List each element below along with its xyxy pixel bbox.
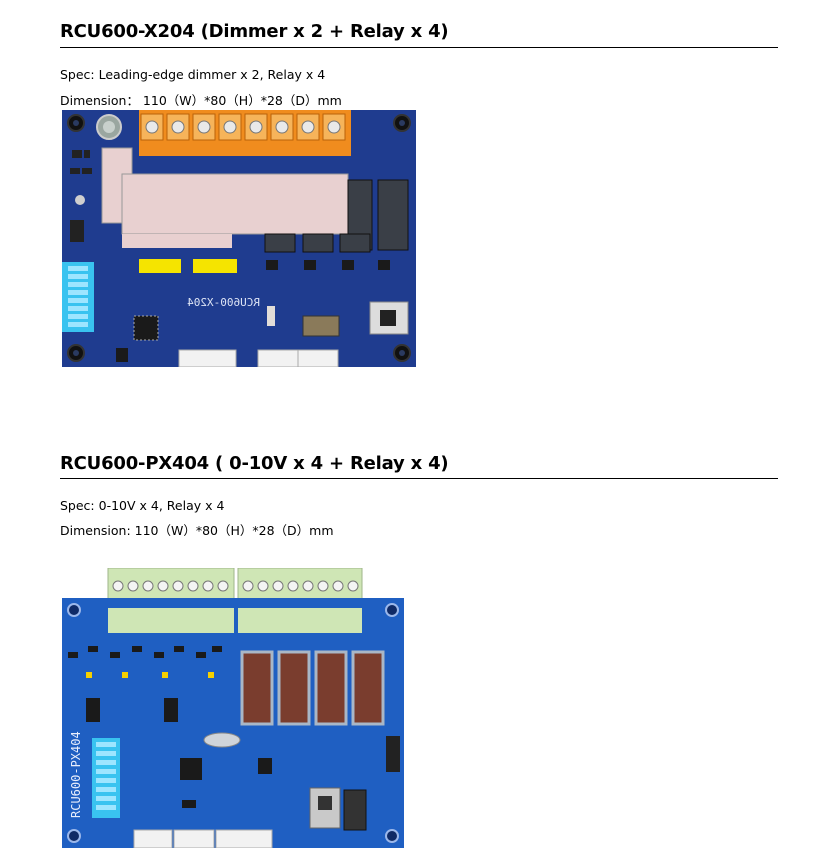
section1-spec: Spec: Leading-edge dimmer x 2, Relay x 4 bbox=[60, 67, 326, 82]
section1-divider bbox=[60, 47, 778, 48]
section2-divider bbox=[60, 478, 778, 479]
section2-heading: RCU600-PX404 ( 0-10V x 4 + Relay x 4) bbox=[60, 453, 449, 474]
section1-dimension: Dimension： 110（W）*80（H）*28（D）mm bbox=[60, 93, 342, 108]
section1-heading: RCU600-X204 (Dimmer x 2 + Relay x 4) bbox=[60, 21, 449, 42]
rcu600-px404-board-image: RCU600-PX404 bbox=[62, 568, 404, 848]
section2-spec: Spec: 0-10V x 4, Relay x 4 bbox=[60, 498, 225, 513]
board2-silkscreen-label: RCU600-PX404 bbox=[69, 731, 83, 818]
section2-dimension: Dimension: 110（W）*80（H）*28（D）mm bbox=[60, 523, 334, 538]
board-silkscreen-label: RCU600-X204 bbox=[187, 296, 260, 309]
rcu600-x204-board-image: RCU600-X204 bbox=[62, 110, 416, 367]
